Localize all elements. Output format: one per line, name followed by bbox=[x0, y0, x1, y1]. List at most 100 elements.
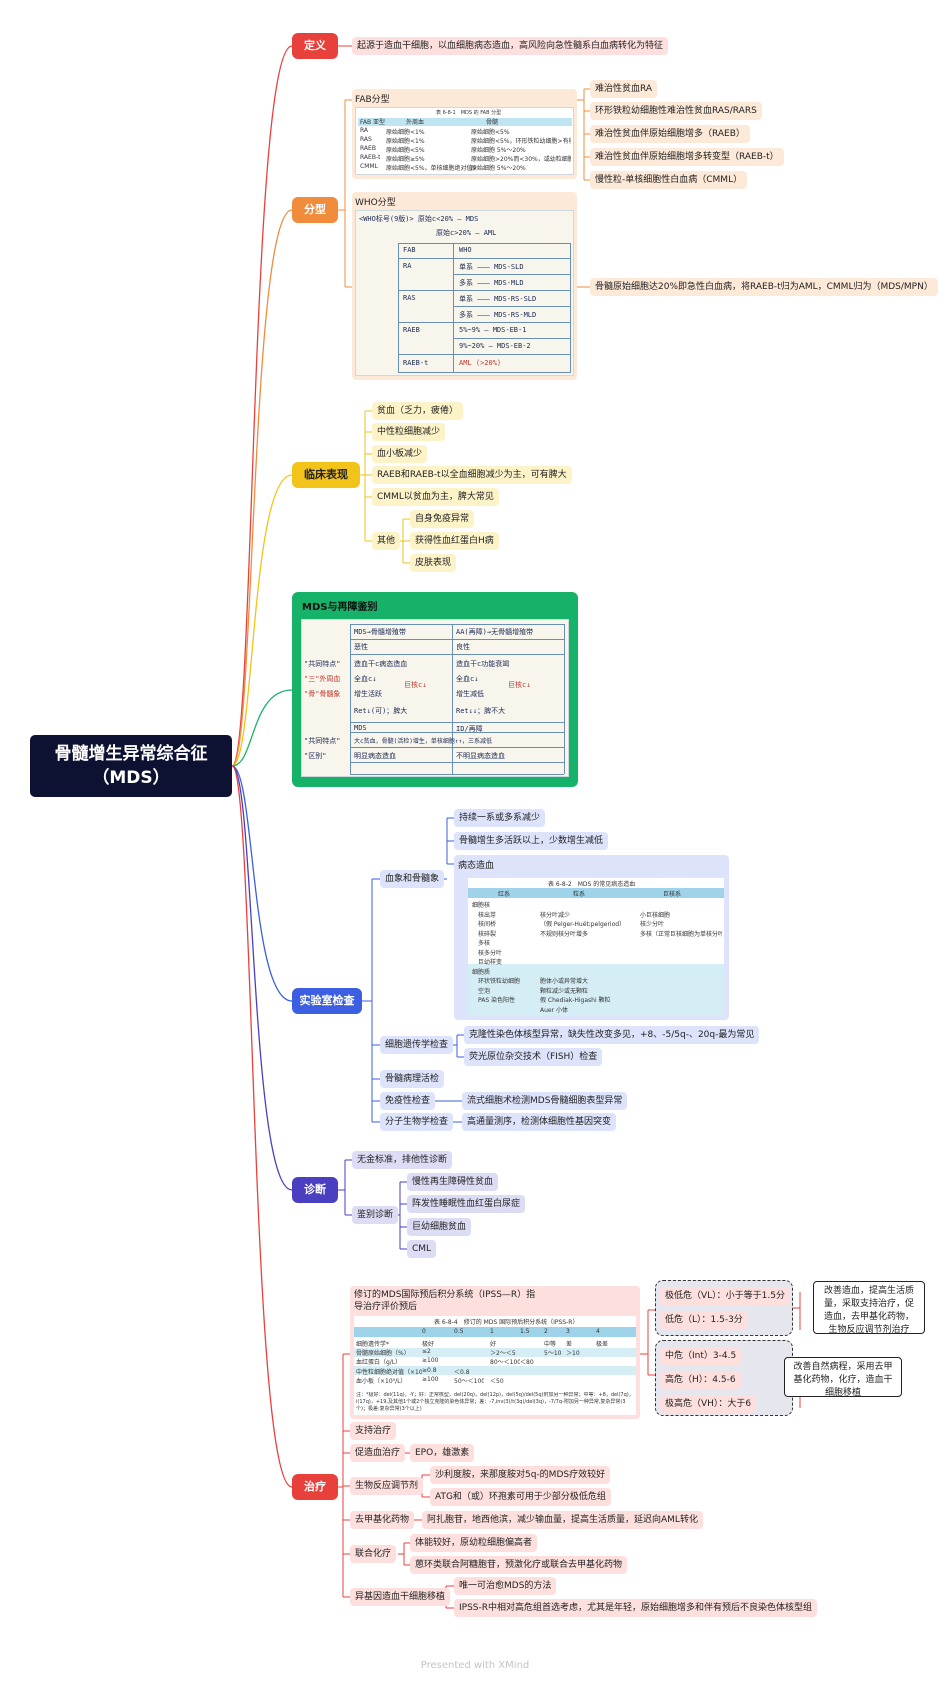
clinical-item[interactable]: 血小板减少 bbox=[372, 445, 428, 463]
mds-annotation: 巨核c↓ bbox=[404, 681, 427, 689]
diagnosis-item[interactable]: 无金标准，排他性诊断 bbox=[352, 1151, 453, 1169]
clinical-other-item[interactable]: 皮肤表现 bbox=[410, 554, 457, 572]
risk-item[interactable]: 低危（L）：1.5-3分 bbox=[660, 1311, 748, 1329]
fab-cell: 原始细胞<1% bbox=[386, 129, 425, 136]
ipss-cell: ≥100 bbox=[422, 1375, 439, 1383]
ipss-cell: 血红蛋白（g/L） bbox=[356, 1359, 402, 1367]
lab-blood-item[interactable]: 持续一系或多系减少 bbox=[454, 809, 546, 827]
who-cell: RAS bbox=[403, 294, 416, 302]
root-node[interactable]: 骨髓增生异常综合征（MDS） bbox=[30, 735, 232, 797]
advice-low[interactable]: 改善造血，提高生活质量，采取支持治疗，促造血，去甲基化药物，生物反应调节剂治疗 bbox=[813, 1281, 925, 1335]
who-item[interactable]: 骨髓原始细胞达20%即急性白血病，将RAEB-t归为AML，CMML归为（MDS… bbox=[590, 278, 938, 296]
who-note: 原始c>20% — AML bbox=[436, 229, 497, 237]
morph-cell: 巨幼样变 bbox=[472, 959, 503, 966]
classification-node[interactable]: 分型 bbox=[292, 197, 338, 223]
treatment-node[interactable]: 治疗 bbox=[292, 1474, 338, 1500]
mds-cell: "三"外周血 bbox=[304, 675, 341, 683]
ipss-cell bbox=[566, 1376, 596, 1385]
fab-item[interactable]: 难治性贫血RA bbox=[590, 80, 658, 98]
lab-cyto[interactable]: 细胞遗传学检查 bbox=[380, 1036, 454, 1054]
risk-item[interactable]: 极低危（VL）：小于等于1.5分 bbox=[660, 1287, 790, 1305]
diagnosis-node[interactable]: 诊断 bbox=[292, 1177, 338, 1203]
morph-cell bbox=[540, 938, 638, 947]
tx-chemo-item[interactable]: 蒽环类联合阿糖胞苷，预激化疗或联合去甲基化药物 bbox=[410, 1556, 628, 1574]
diff-item[interactable]: CML bbox=[407, 1240, 437, 1258]
lab-immuno-item[interactable]: 流式细胞术检测MDS骨髓细胞表型异常 bbox=[462, 1092, 628, 1110]
lab-mol[interactable]: 分子生物学检查 bbox=[380, 1113, 454, 1131]
lab-pathology[interactable]: 骨髓病理活检 bbox=[380, 1070, 445, 1088]
lab-mol-item[interactable]: 高通量测序，检测体细胞性基因突变 bbox=[462, 1113, 617, 1131]
clinical-item[interactable]: 中性粒细胞减少 bbox=[372, 423, 446, 441]
diff-item[interactable]: 慢性再生障碍性贫血 bbox=[407, 1173, 499, 1191]
fab-item[interactable]: 难治性贫血伴原始细胞增多（RAEB） bbox=[590, 125, 750, 143]
mds-aa-card[interactable]: MDS与再障鉴别 MDS→骨髓增殖带 AA(再障)→无骨髓增殖带 恶性 良性 "… bbox=[292, 592, 578, 787]
clinical-node[interactable]: 临床表现 bbox=[292, 462, 360, 488]
mds-cell: 大c贫血，骨髓(活检)增生，单核细胞↑↑，三系减低 bbox=[354, 738, 493, 745]
ipss-cell: ≤2 bbox=[422, 1348, 431, 1356]
tx-hsct-item[interactable]: IPSS-R中相对高危组首选考虑，尤其是年轻，原始细胞增多和伴有预后不良染色体核… bbox=[454, 1599, 818, 1617]
morph-cell: 空泡 bbox=[472, 987, 491, 995]
fab-cell: RAEB bbox=[360, 145, 376, 152]
tx-hsct[interactable]: 异基因造血干细胞移植 bbox=[350, 1588, 451, 1606]
risk-item[interactable]: 高危（H）：4.5-6 bbox=[660, 1371, 741, 1389]
morph-cell: 小巨核细胞 bbox=[640, 911, 671, 919]
tx-chemo-item[interactable]: 体能较好，原幼粒细胞偏高者 bbox=[410, 1534, 538, 1552]
clinical-item[interactable]: 贫血（乏力，疲倦） bbox=[372, 402, 464, 420]
tx-chemo[interactable]: 联合化疗 bbox=[350, 1545, 397, 1563]
morph-cell: 核间桥 bbox=[472, 921, 497, 928]
fab-item[interactable]: 难治性贫血伴原始细胞增多转变型（RAEB-t） bbox=[590, 148, 784, 166]
risk-item[interactable]: 中危（Int）3-4.5 bbox=[660, 1347, 742, 1365]
definition-node[interactable]: 定义 bbox=[292, 33, 338, 59]
ipss-cell bbox=[596, 1357, 634, 1366]
who-cell: 5%~9% — MDS-EB-1 bbox=[459, 326, 527, 334]
ipss-cell: ≥100 bbox=[422, 1357, 439, 1365]
fab-item[interactable]: 慢性粒-单核细胞性白血病（CMML） bbox=[590, 171, 748, 189]
lab-cyto-item[interactable]: 荧光原位杂交技术（FISH）检查 bbox=[464, 1048, 603, 1066]
tx-hsct-item[interactable]: 唯一可治愈MDS的方法 bbox=[454, 1577, 557, 1595]
fab-item[interactable]: 环形铁粒幼细胞性难治性贫血RAS/RARS bbox=[590, 102, 762, 120]
morph-cell: Auer 小体 bbox=[540, 1006, 568, 1014]
tx-bio-item[interactable]: ATG和（或）环孢素可用于少部分极低危组 bbox=[430, 1488, 611, 1506]
who-title: WHO分型 bbox=[355, 198, 396, 208]
lab-cyto-item[interactable]: 克隆性染色体核型异常，缺失性改变多见，+8、-5/5q-、20q-最为常见 bbox=[464, 1026, 760, 1044]
risk-item[interactable]: 极高危（VH）：大于6 bbox=[660, 1395, 757, 1413]
clinical-other[interactable]: 其他 bbox=[372, 532, 401, 550]
clinical-item[interactable]: CMML以贫血为主，脾大常见 bbox=[372, 488, 499, 506]
advice-high[interactable]: 改善自然病程，采用去甲基化药物，化疗，造血干细胞移植 bbox=[784, 1357, 902, 1398]
morph-card[interactable]: 病态造血 表 6-8-2 MDS 的常见病态造血 红系 粒系 巨核系 细胞核 核… bbox=[454, 855, 729, 1020]
fab-header: 外周血 bbox=[406, 119, 425, 126]
fab-card[interactable]: FAB分型 表 6-8-1 MDS 的 FAB 分型 FAB 亚型 外周血 骨髓… bbox=[352, 89, 577, 179]
fab-header: 骨髓 bbox=[486, 119, 499, 126]
tx-demeth[interactable]: 去甲基化药物 bbox=[350, 1511, 415, 1529]
clinical-item[interactable]: RAEB和RAEB-t以全血细胞减少为主，可有脾大 bbox=[372, 466, 572, 484]
morph-cell: 核出芽 bbox=[472, 911, 497, 919]
clinical-other-item[interactable]: 自身免疫异常 bbox=[410, 510, 475, 528]
tx-demeth-item[interactable]: 阿扎胞苷，地西他滨，减少输血量，提高生活质量，延迟向AML转化 bbox=[422, 1511, 703, 1529]
lab-blood[interactable]: 血象和骨髓象 bbox=[380, 870, 445, 888]
ipss-header: 4 bbox=[596, 1328, 600, 1335]
tx-bio[interactable]: 生物反应调节剂 bbox=[350, 1477, 424, 1495]
diagnosis-diff[interactable]: 鉴别诊断 bbox=[352, 1206, 399, 1224]
tx-bio-item[interactable]: 沙利度胺，来那度胺对5q-的MDS疗效较好 bbox=[430, 1466, 611, 1484]
tx-support[interactable]: 支持治疗 bbox=[350, 1422, 397, 1440]
definition-text[interactable]: 起源于造血干细胞，以血细胞病态造血，高风险向急性髓系白血病转化为特征 bbox=[352, 37, 669, 55]
treatment-label: 治疗 bbox=[304, 1480, 326, 1493]
ipss-cell bbox=[454, 1339, 484, 1348]
definition-label: 定义 bbox=[304, 39, 326, 52]
ipss-card[interactable]: 修订的MDS国际预后积分系统（IPSS—R）指导治疗评价预后 表 6-8-4 修… bbox=[350, 1286, 640, 1419]
diff-item[interactable]: 巨幼细胞贫血 bbox=[407, 1218, 472, 1236]
classification-label: 分型 bbox=[304, 203, 326, 216]
tx-pro[interactable]: 促造血治疗 bbox=[350, 1444, 406, 1462]
clinical-other-item[interactable]: 获得性血红蛋白H病 bbox=[410, 532, 499, 550]
lab-blood-item[interactable]: 骨髓增生多活跃以上，少数增生减低 bbox=[454, 832, 609, 850]
mds-cell: 明显病态造血 bbox=[354, 752, 396, 760]
who-cell: 9%~20% — MDS-EB-2 bbox=[459, 342, 531, 350]
fab-table-header-band bbox=[358, 118, 572, 126]
lab-immuno[interactable]: 免疫性检查 bbox=[380, 1092, 436, 1110]
diff-item[interactable]: 阵发性睡眠性血红蛋白尿症 bbox=[407, 1195, 526, 1213]
mds-cell: 恶性 bbox=[354, 643, 368, 651]
who-card[interactable]: WHO分型 <WHO标号(9版)> 原始c<20% — MDS 原始c>20% … bbox=[352, 192, 577, 380]
tx-pro-item[interactable]: EPO，雄激素 bbox=[410, 1444, 475, 1462]
lab-node[interactable]: 实验室检查 bbox=[292, 988, 362, 1014]
